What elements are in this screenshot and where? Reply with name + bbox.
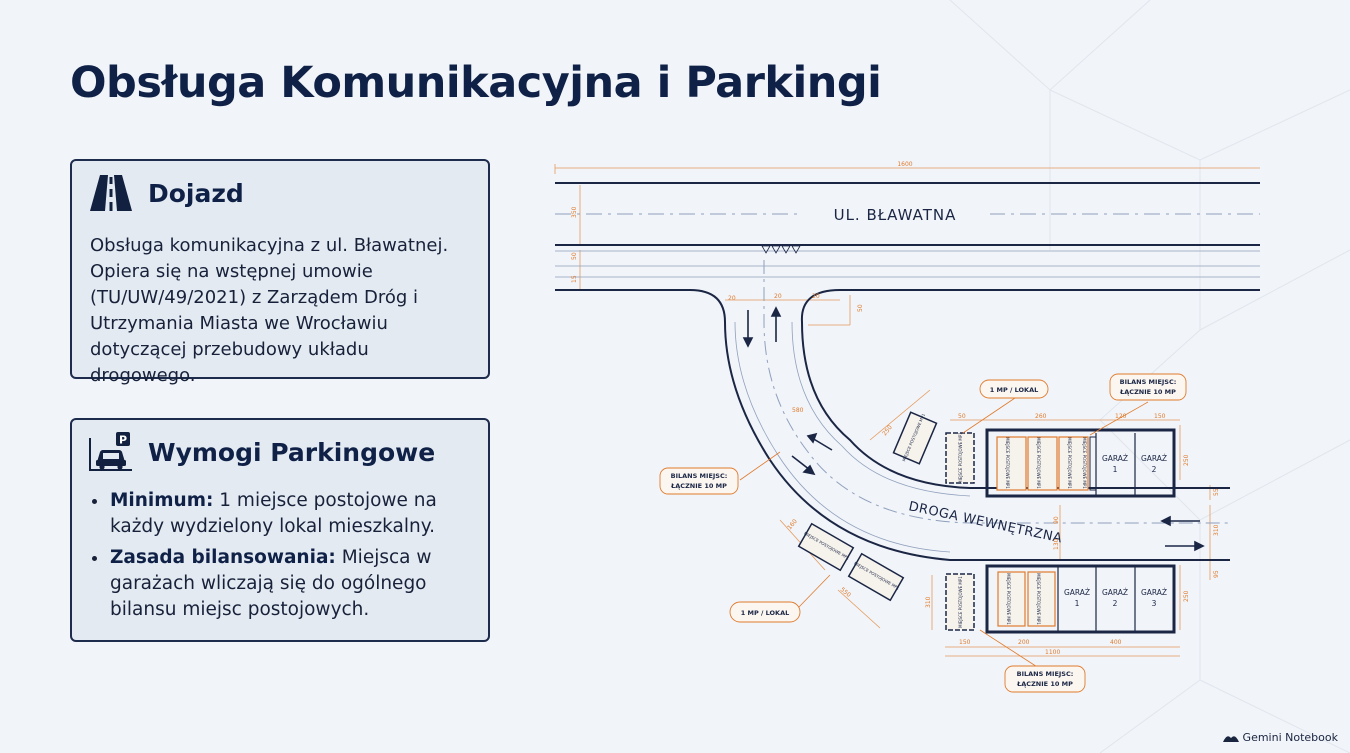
dim-entry-side: 50 <box>857 304 864 312</box>
garage-number: 1 <box>1113 465 1118 474</box>
yield-markings <box>761 245 801 254</box>
internal-road-label: DROGA WEWNĘTRZNA <box>907 499 1063 546</box>
spot-label: MIEJSCE POSTOJOWE MP1 <box>1036 437 1041 489</box>
page-title: Obsługa Komunikacyjna i Parkingi <box>70 58 882 108</box>
parking-spot: MIEJSCE POSTOJOWE MP1 <box>892 411 938 465</box>
parking-requirements-list: Minimum: 1 miejsce postojowe na każdy wy… <box>72 488 488 623</box>
dim-curve-a: 580 <box>792 407 804 414</box>
dim-top-row-b: 260 <box>1035 413 1047 420</box>
bottom-building: MIEJSCE POSTOJOWE MP1 MIEJSCE POSTOJOWE … <box>985 564 1176 634</box>
dim-right-a: 250 <box>1183 454 1190 466</box>
garage-number: 3 <box>1152 599 1157 608</box>
svg-text:1 MP / LOKAL: 1 MP / LOKAL <box>990 386 1039 394</box>
dim-lower-diag-b: 160 <box>786 518 799 531</box>
garage-label: GARAŻ <box>1102 588 1128 597</box>
callouts <box>739 397 1149 673</box>
garage-number: 2 <box>1152 465 1157 474</box>
garage-label: GARAŻ <box>1102 454 1128 463</box>
dim-top-row-d: 150 <box>1154 413 1166 420</box>
dim-mid-a: 90 <box>1053 516 1060 524</box>
parking-spot: MIEJSCE POSTOJOWE MP1 <box>847 552 905 602</box>
callout-mp-lokal-bottom: 1 MP / LOKAL <box>729 601 801 623</box>
spot-label: MIEJSCE POSTOJOWE MP1 <box>958 576 963 628</box>
requirement-item: Zasada bilansowania: Miejsca w garażach … <box>90 545 480 623</box>
parking-heading: Wymogi Parkingowe <box>148 437 436 467</box>
svg-text:BILANS MIEJSC:: BILANS MIEJSC: <box>1017 670 1074 678</box>
access-text: Obsługa komunikacyjna z ul. Bławatnej. O… <box>90 235 449 386</box>
top-building: MIEJSCE POSTOJOWE MP1 MIEJSCE POSTOJOWE … <box>985 428 1176 498</box>
callout-bilans-top: BILANS MIEJSC: ŁĄCZNIE 10 MP <box>1109 373 1187 401</box>
spot-label: MIEJSCE POSTOJOWE MP1 <box>1005 437 1010 489</box>
garage-number: 1 <box>1075 599 1080 608</box>
svg-text:ŁĄCZNIE 10 MP: ŁĄCZNIE 10 MP <box>670 482 727 490</box>
requirement-item: Minimum: 1 miejsce postojowe na każdy wy… <box>90 488 480 540</box>
parking-card: P Wymogi Parkingowe Minimum: 1 miejsce p… <box>70 418 490 642</box>
spot-label: MIEJSCE POSTOJOWE MP1 <box>1036 573 1041 625</box>
spot-label: MIEJSCE POSTOJOWE MP1 <box>1006 573 1011 625</box>
street <box>555 182 1260 323</box>
dimension-lines <box>554 164 1260 657</box>
dim-entry-b: 20 <box>774 293 782 300</box>
garage-label: GARAŻ <box>1064 588 1090 597</box>
garage-label: GARAŻ <box>1141 454 1167 463</box>
internal-road <box>724 260 1230 561</box>
dim-bottom-total: 1100 <box>1045 649 1060 656</box>
road-icon <box>90 175 132 211</box>
dim-top-row-a: 50 <box>958 413 966 420</box>
svg-text:ŁĄCZNIE 10 MP: ŁĄCZNIE 10 MP <box>1119 388 1176 396</box>
requirement-label: Minimum: <box>110 490 214 511</box>
svg-text:P: P <box>119 434 127 447</box>
svg-text:BILANS MIEJSC:: BILANS MIEJSC: <box>671 472 728 480</box>
garage-number: 2 <box>1113 599 1118 608</box>
dim-entry-a: 20 <box>728 295 736 302</box>
dim-mid-b: 130 <box>1053 538 1060 550</box>
dim-right-b: 55 <box>1213 488 1220 496</box>
callout-mp-lokal-top: 1 MP / LOKAL <box>979 379 1049 399</box>
dim-top-row-c: 120 <box>1115 413 1127 420</box>
parking-spot: MIEJSCE POSTOJOWE MP1 <box>945 573 975 631</box>
dim-curve-b: 250 <box>881 424 894 437</box>
spot-label: MIEJSCE POSTOJOWE MP1 <box>958 432 963 484</box>
dim-road-width: 350 <box>571 206 578 218</box>
requirement-text: Miejsca w garażach wliczają się do ogóln… <box>110 547 432 620</box>
site-plan-diagram: UL. BŁAWATNA 1600 350 50 15 DROGA WEWNĘT… <box>554 161 1260 693</box>
dim-lower-diag: 550 <box>839 586 852 599</box>
brand-label: Gemini Notebook <box>1242 731 1338 744</box>
callout-bilans-bottom: BILANS MIEJSC: ŁĄCZNIE 10 MP <box>1004 665 1086 693</box>
svg-text:BILANS MIEJSC:: BILANS MIEJSC: <box>1120 378 1177 386</box>
dim-right-d: 95 <box>1213 570 1220 578</box>
dim-bottom-row-b: 200 <box>1018 639 1030 646</box>
dim-bottom-right: 250 <box>1183 590 1190 602</box>
spot-label: MIEJSCE POSTOJOWE MP1 <box>1082 437 1087 489</box>
access-card: Dojazd Obsługa komunikacyjna z ul. Bława… <box>70 159 490 386</box>
access-heading: Dojazd <box>148 178 244 208</box>
dim-entry-c: 20 <box>812 293 820 300</box>
notebook-logo-icon <box>1222 736 1239 742</box>
dim-bottom-left: 310 <box>925 596 932 608</box>
direction-arrows <box>742 306 1205 552</box>
dim-bottom-row-c: 400 <box>1110 639 1122 646</box>
dim-right-c: 310 <box>1213 524 1220 536</box>
requirement-label: Zasada bilansowania: <box>110 547 336 568</box>
street-label: UL. BŁAWATNA <box>834 206 957 224</box>
callout-bilans-left: BILANS MIEJSC: ŁĄCZNIE 10 MP <box>659 467 739 495</box>
dim-lane-b: 15 <box>571 275 578 283</box>
brand-footer: Gemini Notebook <box>1222 731 1338 744</box>
dim-lane-a: 50 <box>571 252 578 260</box>
garage-label: GARAŻ <box>1141 588 1167 597</box>
spot-label: MIEJSCE POSTOJOWE MP1 <box>1067 437 1072 489</box>
parking-spot: MIEJSCE POSTOJOWE MP1 <box>945 432 975 484</box>
parking-car-icon: P <box>89 432 132 471</box>
svg-text:ŁĄCZNIE 10 MP: ŁĄCZNIE 10 MP <box>1016 680 1073 688</box>
dim-total-width: 1600 <box>897 161 912 168</box>
dim-bottom-row-a: 150 <box>959 639 971 646</box>
requirement-text: 1 miejsce postojowe na każdy wydzielony … <box>110 490 437 537</box>
svg-text:1 MP / LOKAL: 1 MP / LOKAL <box>741 609 790 617</box>
